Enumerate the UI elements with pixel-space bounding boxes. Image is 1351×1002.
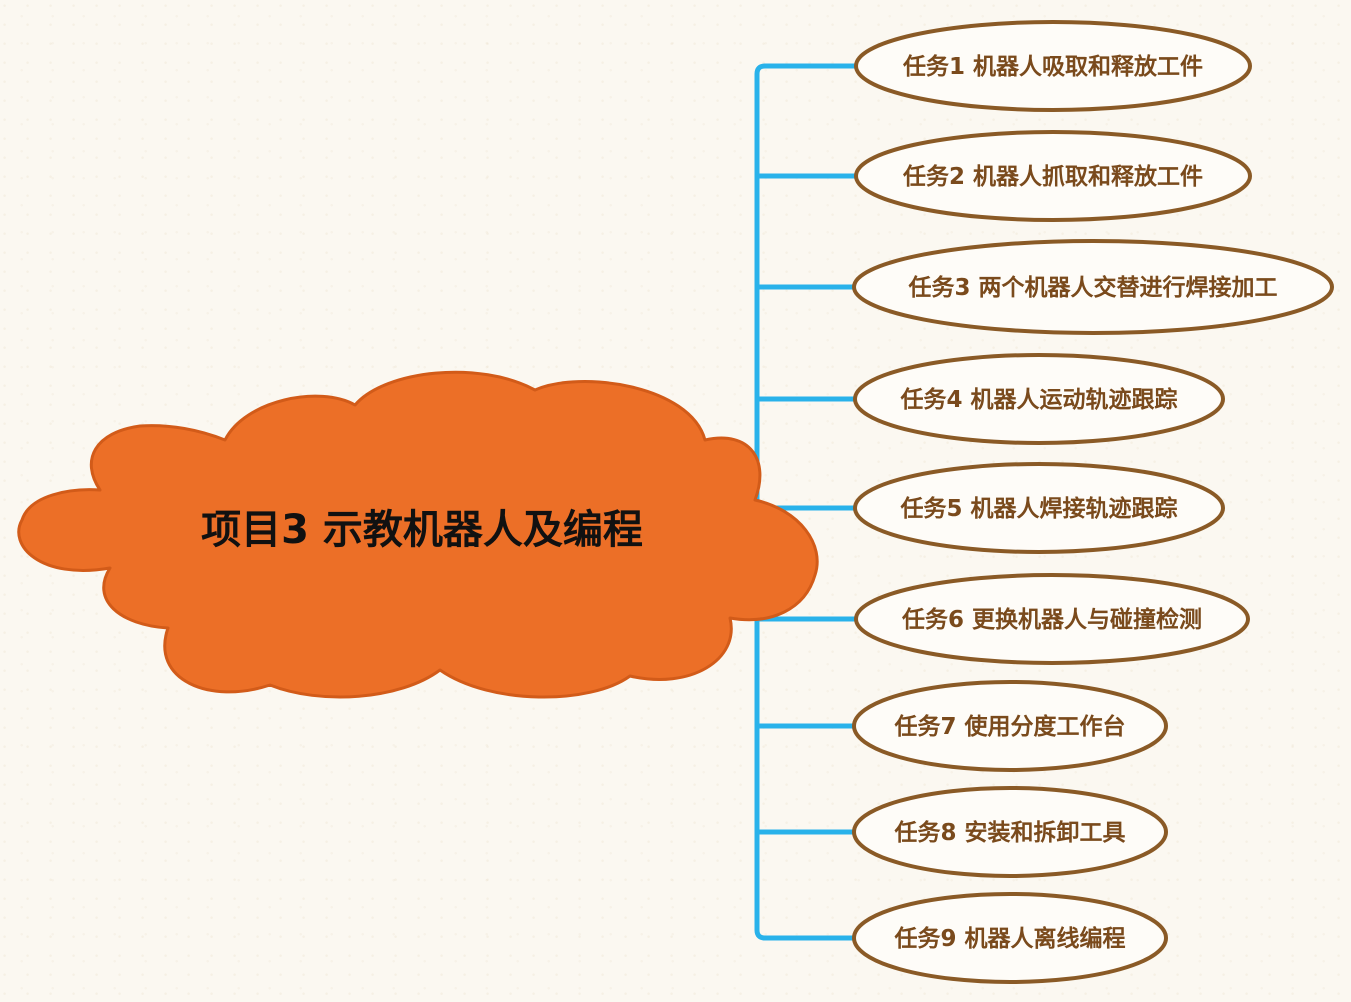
node-label: 任务4 机器人运动轨迹跟踪 [899,386,1177,413]
node-label: 任务1 机器人吸取和释放工件 [902,53,1203,80]
node-label: 任务6 更换机器人与碰撞检测 [901,606,1202,633]
node-label: 任务3 两个机器人交替进行焊接加工 [907,274,1277,301]
node-label: 任务2 机器人抓取和释放工件 [902,163,1203,190]
child-node-5[interactable]: 任务5 机器人焊接轨迹跟踪 [853,462,1225,554]
node-label: 任务5 机器人焊接轨迹跟踪 [899,495,1177,522]
node-label: 任务7 使用分度工作台 [893,713,1125,740]
child-node-6[interactable]: 任务6 更换机器人与碰撞检测 [854,573,1250,665]
node-ellipse [852,680,1168,772]
child-node-9[interactable]: 任务9 机器人离线编程 [852,892,1168,984]
node-ellipse [852,239,1334,335]
child-node-4[interactable]: 任务4 机器人运动轨迹跟踪 [853,353,1225,445]
connector-group [754,63,858,941]
child-node-2[interactable]: 任务2 机器人抓取和释放工件 [854,130,1252,222]
root-cloud[interactable]: 项目3 示教机器人及编程 [17,370,819,699]
node-ellipse [852,786,1168,878]
root-label: 项目3 示教机器人及编程 [201,507,643,553]
node-ellipse [854,573,1250,665]
cloud-shape [17,370,819,699]
node-label: 任务9 机器人离线编程 [893,925,1125,952]
node-ellipse [853,353,1225,445]
child-node-1[interactable]: 任务1 机器人吸取和释放工件 [854,20,1252,112]
node-ellipse [854,130,1252,222]
child-node-3[interactable]: 任务3 两个机器人交替进行焊接加工 [852,239,1334,335]
node-ellipse [852,892,1168,984]
node-ellipse [853,462,1225,554]
node-label: 任务8 安装和拆卸工具 [893,819,1125,846]
child-node-8[interactable]: 任务8 安装和拆卸工具 [852,786,1168,878]
node-ellipse [854,20,1252,112]
child-node-7[interactable]: 任务7 使用分度工作台 [852,680,1168,772]
